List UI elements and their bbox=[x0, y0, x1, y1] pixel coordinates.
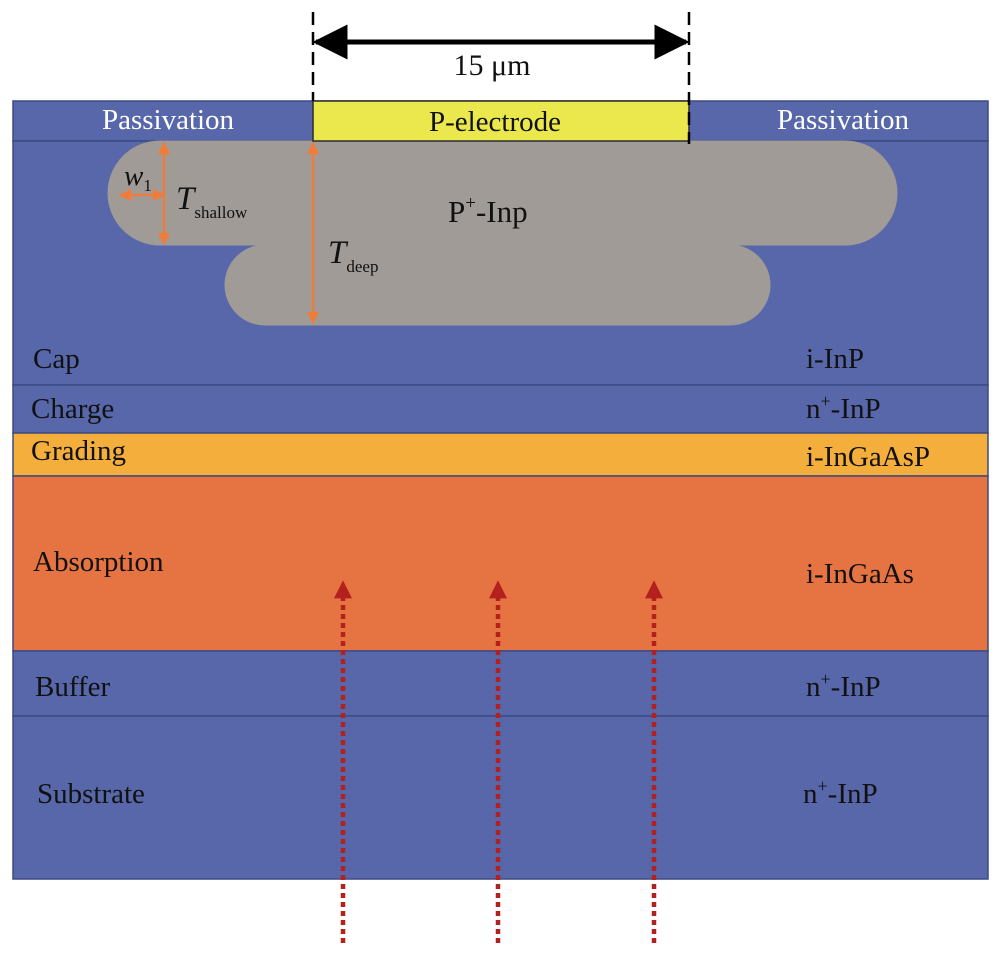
p-plus-diffusion-region bbox=[107, 140, 898, 326]
w1-label: w1 bbox=[124, 160, 152, 195]
charge-layer bbox=[12, 384, 989, 434]
layer-name-buffer: Buffer bbox=[35, 671, 111, 703]
layer-material-buffer: n+-InP bbox=[806, 669, 881, 703]
p-electrode-label: P-electrode bbox=[429, 106, 561, 138]
grading-layer bbox=[12, 432, 989, 477]
layer-material-substrate: n+-InP bbox=[803, 776, 878, 810]
layer-material-cap: i-InP bbox=[806, 343, 864, 375]
layer-material-charge: n+-InP bbox=[806, 391, 881, 425]
passivation-label-left: Passivation bbox=[102, 104, 235, 136]
layer-material-absorption: i-InGaAs bbox=[806, 558, 914, 590]
layer-name-substrate: Substrate bbox=[37, 778, 145, 810]
absorption-layer bbox=[12, 475, 989, 652]
dimension-label: 15 μm bbox=[454, 49, 531, 82]
passivation-label-right: Passivation bbox=[777, 104, 910, 136]
layer-name-cap: Cap bbox=[33, 343, 80, 375]
substrate-layer bbox=[12, 715, 989, 880]
buffer-layer bbox=[12, 650, 989, 717]
layer-name-grading: Grading bbox=[31, 435, 126, 467]
t-shallow-label: Tshallow bbox=[176, 181, 248, 222]
t-deep-label: Tdeep bbox=[328, 235, 378, 276]
layer-name-absorption: Absorption bbox=[33, 546, 164, 578]
layer-name-charge: Charge bbox=[31, 393, 114, 425]
layer-material-grading: i-InGaAsP bbox=[806, 441, 930, 473]
p-plus-inp-label: P+-Inp bbox=[448, 193, 528, 229]
